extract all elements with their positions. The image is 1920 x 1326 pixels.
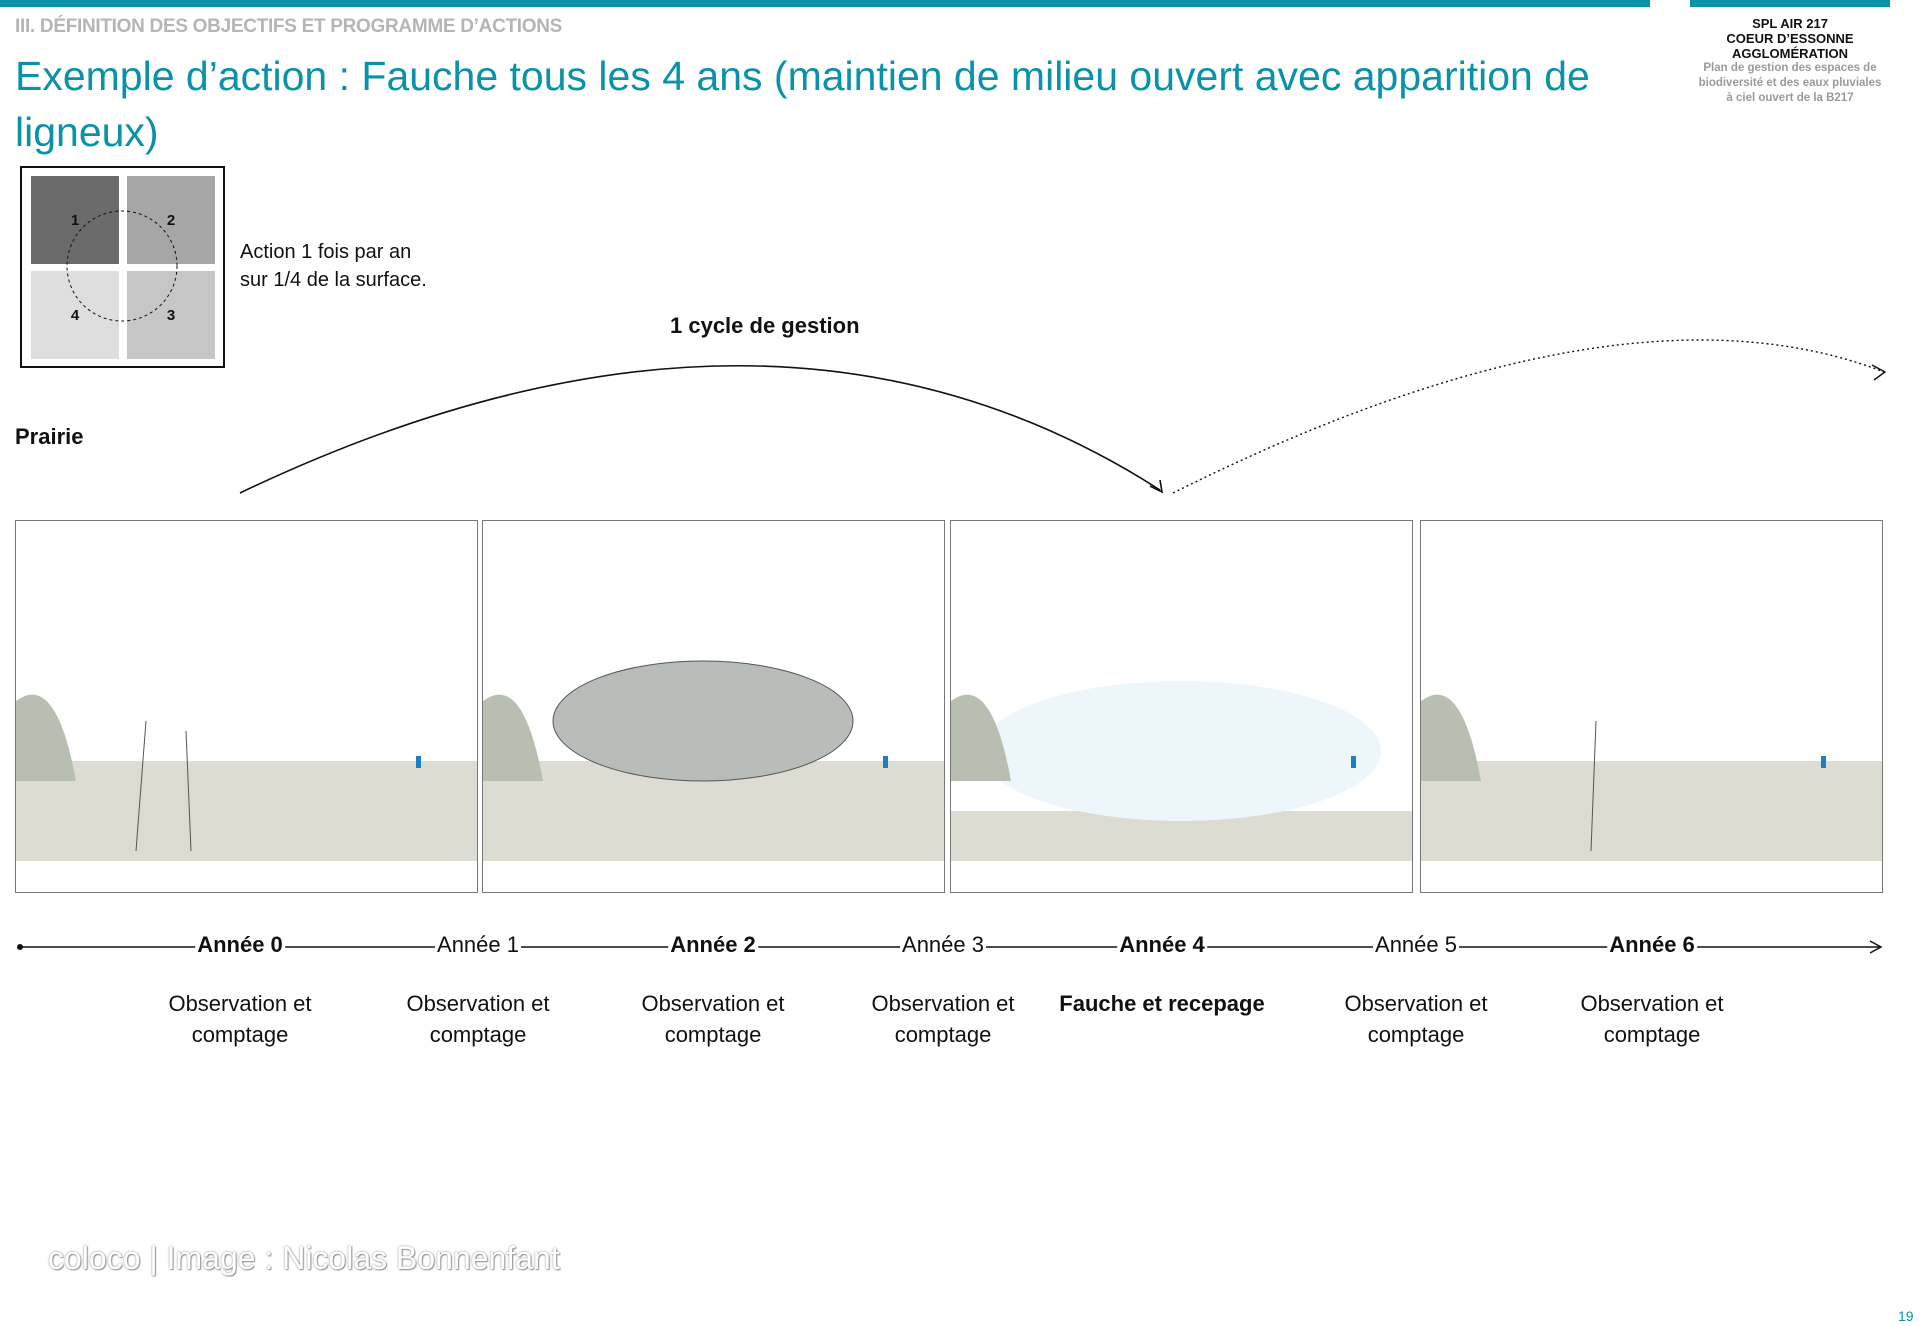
org-subtitle: Plan de gestion des espaces de <box>1703 62 1877 74</box>
timeline-action: Observation et comptage <box>1301 988 1531 1050</box>
timeline-action-line: Observation et <box>168 991 312 1016</box>
timeline-action: Observation et comptage <box>363 988 593 1050</box>
action-line: Action 1 fois par an <box>240 241 412 263</box>
timeline-action: Observation et comptage <box>1537 988 1767 1050</box>
illustration-year-2 <box>482 520 945 893</box>
quadrant-4: 4 <box>31 271 119 359</box>
cycle-arrows <box>239 339 1887 494</box>
timeline-action-line: Observation et <box>1580 991 1724 1016</box>
timeline-action-line: Observation et <box>406 991 550 1016</box>
timeline-year: Année 6 <box>1607 932 1697 958</box>
timeline-year: Année 5 <box>1373 932 1459 958</box>
org-line: COEUR D’ESSONNE <box>1726 31 1854 46</box>
page-title: Exemple d’action : Fauche tous les 4 ans… <box>15 53 1590 155</box>
org-line: SPL AIR 217 <box>1752 16 1828 31</box>
timeline-action: Observation et comptage <box>828 988 1058 1050</box>
timeline-year: Année 2 <box>668 932 758 958</box>
timeline-year: Année 1 <box>435 932 521 958</box>
timeline-action-line: comptage <box>191 1022 289 1047</box>
organization-block: SPL AIR 217 COEUR D’ESSONNE AGGLOMÉRATIO… <box>1680 16 1900 106</box>
rotation-arrow <box>66 210 178 322</box>
header-bar-right <box>1690 0 1890 7</box>
timeline-action-line: Observation et <box>641 991 785 1016</box>
cycle-label: 1 cycle de gestion <box>670 313 860 338</box>
timeline-year: Année 0 <box>195 932 285 958</box>
timeline-action-line: comptage <box>429 1022 527 1047</box>
timeline-action: Fauche et recepage <box>1047 988 1277 1019</box>
timeline-action-line: comptage <box>664 1022 762 1047</box>
quadrant-1: 1 <box>31 176 119 264</box>
illustration-year-4 <box>950 520 1413 893</box>
timeline-action: Observation et comptage <box>598 988 828 1050</box>
habitat-label: Prairie <box>15 424 84 449</box>
rotation-diagram: 1 2 3 4 <box>20 166 225 368</box>
timeline-action-line: Fauche et recepage <box>1059 991 1265 1016</box>
timeline-action: Observation et comptage <box>125 988 355 1050</box>
page-number: 19 <box>1898 1308 1914 1324</box>
timeline-action-line: Observation et <box>871 991 1015 1016</box>
illustration-year-6 <box>1420 520 1883 893</box>
quadrant-2: 2 <box>127 176 215 264</box>
action-description: Action 1 fois par an sur 1/4 de la surfa… <box>240 238 427 294</box>
illustration-year-0 <box>15 520 478 893</box>
timeline-year: Année 3 <box>900 932 986 958</box>
timeline-year: Année 4 <box>1117 932 1207 958</box>
org-subtitle: biodiversité et des eaux pluviales <box>1698 77 1882 89</box>
timeline-action-line: comptage <box>1367 1022 1465 1047</box>
timeline-action-line: comptage <box>894 1022 992 1047</box>
quadrant-3: 3 <box>127 271 215 359</box>
timeline-action-line: comptage <box>1603 1022 1701 1047</box>
org-subtitle: à ciel ouvert de la B217 <box>1726 92 1854 104</box>
section-heading: III. DÉFINITION DES OBJECTIFS ET PROGRAM… <box>15 16 563 37</box>
org-line: AGGLOMÉRATION <box>1731 46 1849 61</box>
header-bar <box>0 0 1650 7</box>
timeline-action-line: Observation et <box>1344 991 1488 1016</box>
image-credit: coloco | Image : Nicolas Bonnenfant <box>48 1240 560 1276</box>
action-line: sur 1/4 de la surface. <box>240 269 427 291</box>
